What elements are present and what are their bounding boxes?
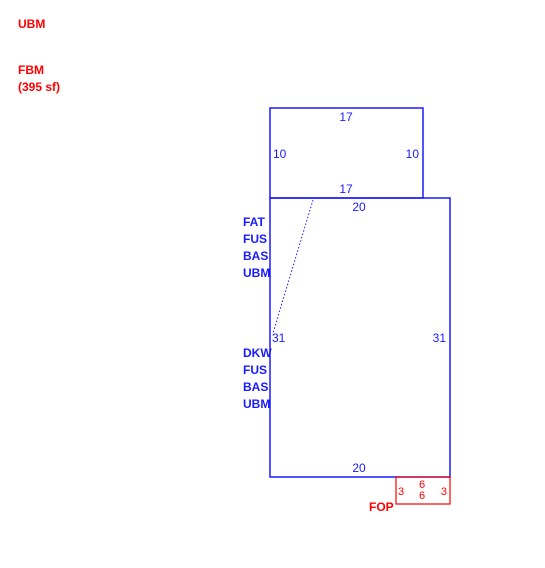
area-code-upper-2: FUS: [243, 232, 267, 246]
porch-outline: [395, 476, 451, 505]
main-bottom-dimension: 20: [352, 461, 366, 475]
area-square-footage: (395 sf): [18, 80, 60, 94]
area-code-label: FBM: [18, 63, 44, 77]
upper-left-dimension: 10: [273, 147, 287, 161]
main-right-dimension: 31: [433, 331, 447, 345]
upper-bottom-dimension: 17: [339, 182, 353, 196]
upper-right-dimension: 10: [406, 147, 420, 161]
area-code-upper-4: UBM: [243, 266, 270, 280]
area-code-upper-1: FAT: [243, 215, 265, 229]
top-area-code: UBM: [18, 17, 45, 31]
porch-bottom-dimension: 6: [419, 490, 425, 502]
area-code-upper-3: BAS: [243, 249, 268, 263]
main-left-dimension: 31: [272, 331, 286, 345]
porch-area-code: FOP: [369, 500, 394, 514]
area-code-lower-4: UBM: [243, 397, 270, 411]
area-code-lower-3: BAS: [243, 380, 268, 394]
porch-right-dimension: 3: [441, 486, 447, 498]
area-code-lower-1: DKW: [243, 346, 272, 360]
dotted-leader-line: [272, 199, 314, 334]
upper-top-dimension: 17: [339, 110, 353, 124]
porch-left-dimension: 3: [398, 486, 404, 498]
main-section-outline: [269, 197, 451, 478]
porch-top-dimension: 6: [419, 479, 425, 491]
area-code-lower-2: FUS: [243, 363, 267, 377]
main-top-dimension: 20: [352, 200, 366, 214]
